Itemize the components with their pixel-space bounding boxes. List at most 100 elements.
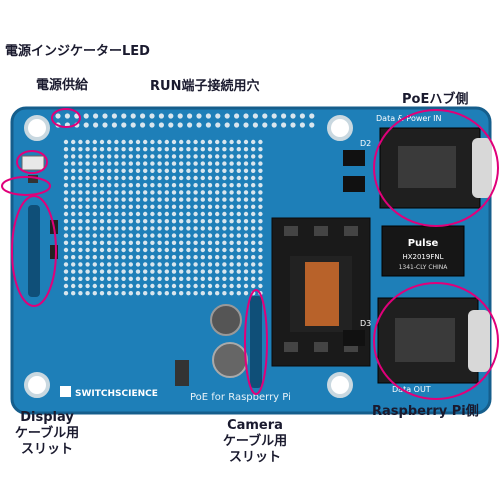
proto-hole (251, 190, 256, 195)
proto-hole (157, 233, 162, 238)
proto-hole (222, 190, 227, 195)
proto-hole (200, 190, 205, 195)
proto-hole (236, 283, 241, 289)
proto-hole (78, 262, 83, 267)
proto-hole (229, 168, 234, 173)
proto-hole (179, 233, 184, 238)
gpio-pad (121, 122, 127, 128)
proto-hole (157, 240, 162, 245)
proto-hole (143, 183, 148, 188)
proto-hole (150, 283, 155, 289)
proto-hole (207, 219, 213, 224)
smd-component (344, 226, 358, 236)
proto-hole (143, 233, 148, 238)
proto-hole (243, 291, 249, 296)
proto-hole (207, 226, 213, 231)
proto-hole (207, 247, 213, 253)
gpio-pad (158, 122, 164, 128)
proto-hole (143, 204, 148, 209)
proto-hole (121, 183, 126, 188)
proto-hole (171, 154, 177, 159)
chip-sub-text: 1341-CLY CHINA (399, 264, 449, 271)
proto-hole (229, 247, 234, 253)
gpio-pad (262, 113, 268, 119)
proto-hole (128, 211, 133, 217)
proto-hole (150, 240, 155, 245)
proto-hole (200, 154, 205, 159)
proto-hole (107, 183, 112, 188)
proto-hole (143, 190, 148, 195)
gpio-pad (243, 113, 249, 119)
gpio-pad (234, 113, 240, 119)
proto-hole (164, 226, 169, 231)
proto-hole (157, 168, 162, 173)
proto-hole (99, 240, 105, 245)
proto-hole (71, 226, 76, 231)
proto-hole (258, 276, 263, 281)
proto-hole (121, 262, 126, 267)
smd-component (28, 175, 38, 183)
proto-hole (114, 154, 119, 159)
proto-hole (186, 240, 191, 245)
proto-hole (92, 183, 98, 188)
proto-hole (251, 154, 256, 159)
proto-hole (135, 226, 141, 231)
ic-chip (343, 330, 365, 346)
proto-hole (164, 154, 169, 159)
gpio-pad (299, 122, 305, 128)
proto-hole (114, 175, 119, 181)
proto-hole (85, 283, 90, 289)
proto-hole (200, 276, 205, 281)
proto-hole (157, 269, 162, 274)
proto-hole (128, 161, 133, 166)
proto-hole (236, 247, 241, 253)
proto-hole (215, 175, 220, 181)
proto-hole (150, 219, 155, 224)
proto-hole (85, 247, 90, 253)
proto-hole (107, 255, 112, 260)
proto-hole (164, 211, 169, 217)
proto-hole (258, 240, 263, 245)
proto-hole (85, 204, 90, 209)
proto-hole (164, 197, 169, 202)
proto-hole (200, 240, 205, 245)
gpio-pad (130, 113, 136, 119)
proto-hole (251, 219, 256, 224)
proto-hole (128, 276, 133, 281)
gpio-pad (168, 113, 174, 119)
proto-hole (222, 154, 227, 159)
proto-hole (157, 197, 162, 202)
proto-hole (258, 190, 263, 195)
label-display-line2: ケーブル用 (14, 426, 80, 441)
proto-hole (135, 255, 141, 260)
proto-hole (85, 262, 90, 267)
proto-hole (121, 219, 126, 224)
proto-hole (71, 175, 76, 181)
proto-hole (99, 219, 105, 224)
proto-hole (251, 276, 256, 281)
proto-hole (186, 276, 191, 281)
proto-hole (107, 139, 112, 145)
proto-hole (71, 219, 76, 224)
proto-hole (200, 233, 205, 238)
proto-hole (135, 175, 141, 181)
proto-hole (193, 183, 198, 188)
gpio-pad (130, 122, 136, 128)
proto-hole (236, 233, 241, 238)
proto-hole (243, 161, 249, 166)
proto-hole (121, 190, 126, 195)
proto-hole (229, 211, 234, 217)
proto-hole (92, 154, 98, 159)
proto-hole (99, 168, 105, 173)
proto-hole (128, 183, 133, 188)
chip-brand-text: Pulse (408, 238, 439, 249)
proto-hole (179, 283, 184, 289)
proto-hole (243, 139, 249, 145)
gpio-pad (177, 122, 183, 128)
proto-hole (121, 247, 126, 253)
proto-hole (222, 269, 227, 274)
smd-component (175, 360, 189, 386)
proto-hole (107, 211, 112, 217)
proto-hole (150, 175, 155, 181)
proto-hole (229, 262, 234, 267)
